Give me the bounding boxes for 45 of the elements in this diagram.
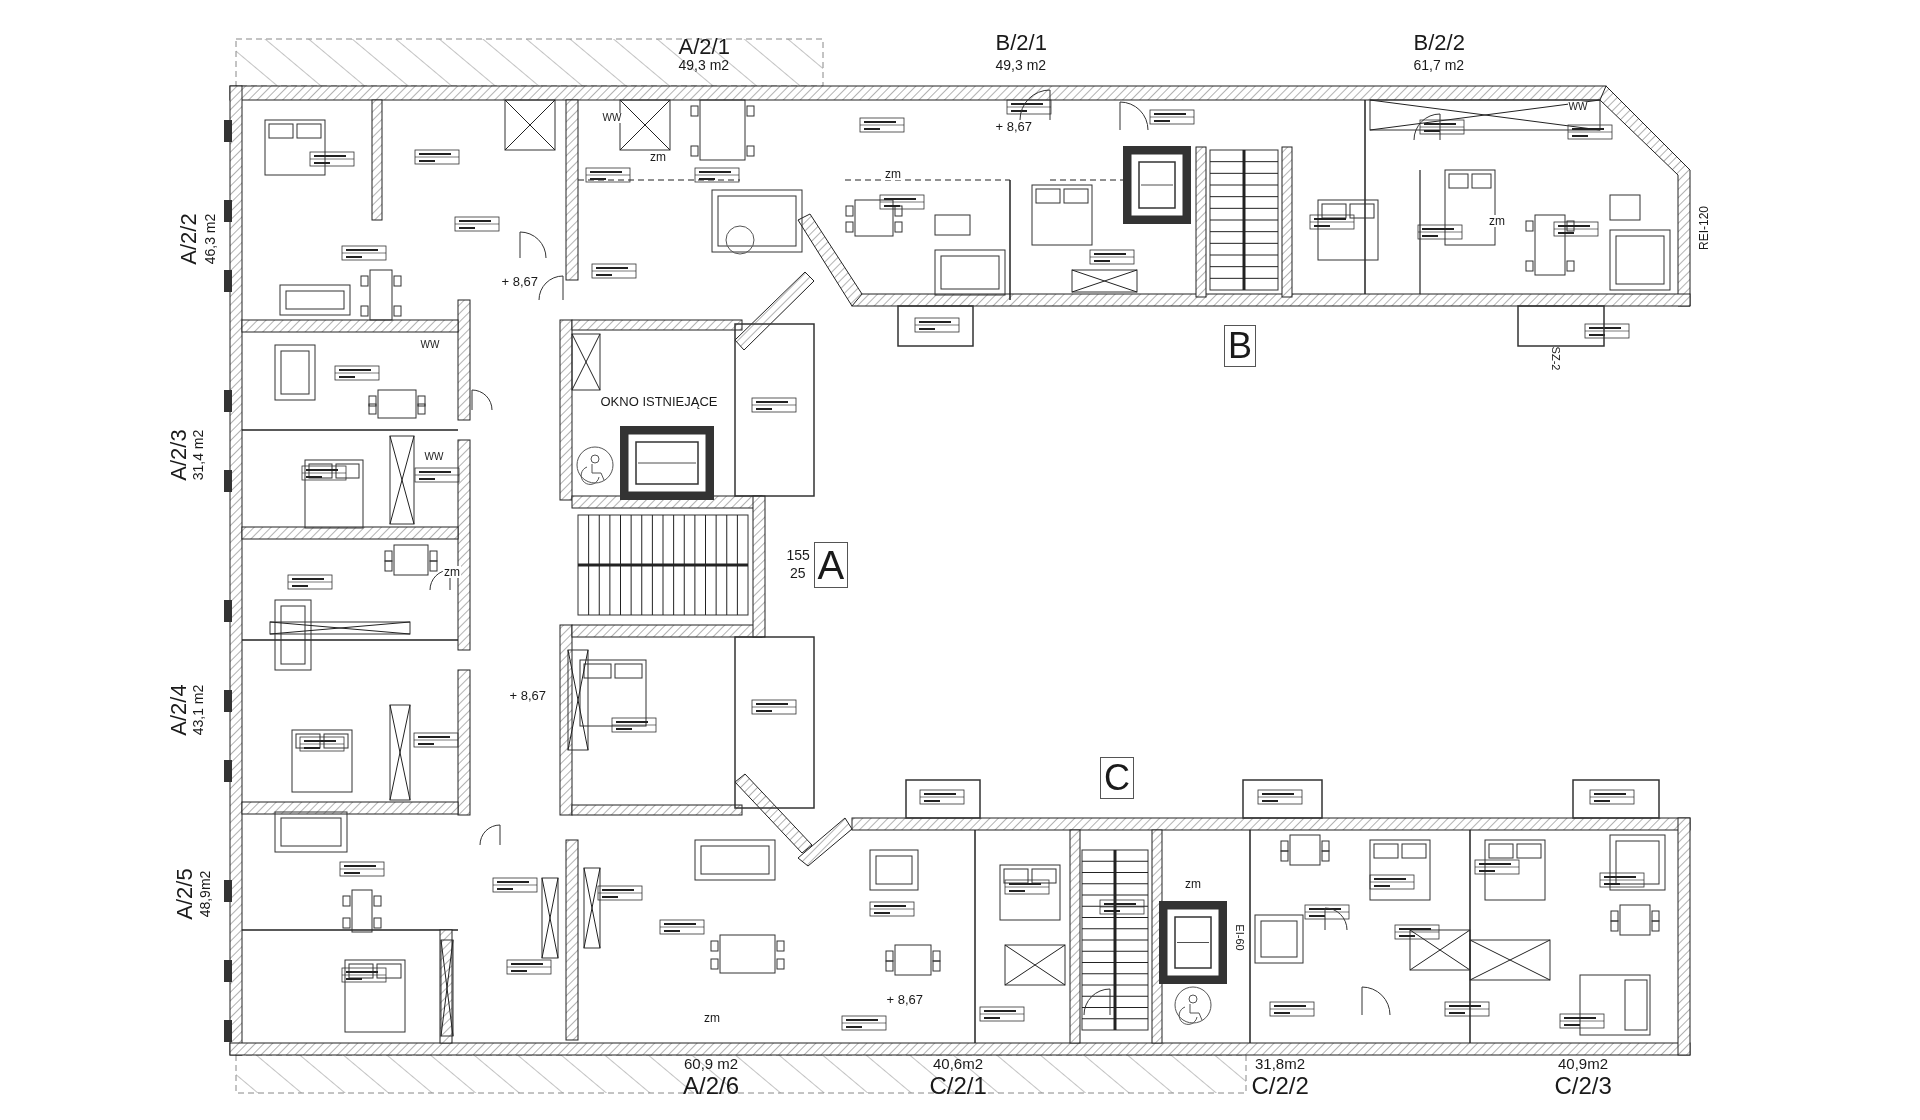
fixture-mark: WW bbox=[601, 113, 623, 123]
section-letter: C bbox=[1100, 757, 1134, 799]
area-label: 31,4 m2 bbox=[190, 429, 205, 481]
fixture-mark: zm bbox=[1184, 878, 1202, 890]
area-label: 48,9m2 bbox=[197, 870, 212, 918]
unit-label: A/2/6 bbox=[683, 1074, 740, 1098]
level-mark: + 8,67 bbox=[500, 274, 539, 288]
level-mark: + 8,67 bbox=[508, 688, 547, 702]
area-label: 31,8m2 bbox=[1255, 1055, 1306, 1071]
door-code-label: SZ-2 bbox=[1550, 346, 1562, 370]
fixture-mark: WW bbox=[423, 452, 445, 462]
area-label: 40,9m2 bbox=[1558, 1055, 1609, 1071]
fixture-mark: zm bbox=[884, 168, 902, 180]
fixture-mark: zm bbox=[1488, 215, 1506, 227]
area-label: 60,9 m2 bbox=[684, 1055, 739, 1071]
unit-label: A/2/2 bbox=[177, 213, 200, 265]
unit-label: A/2/5 bbox=[173, 868, 196, 920]
area-label: 49,3 m2 bbox=[678, 58, 730, 72]
fire-rating-label: EI-60 bbox=[1233, 923, 1245, 951]
unit-label: C/2/1 bbox=[929, 1074, 987, 1098]
unit-label: C/2/3 bbox=[1554, 1074, 1612, 1098]
area-label: 46,3 m2 bbox=[202, 213, 217, 265]
area-label: 49,3 m2 bbox=[995, 58, 1047, 72]
unit-label: A/2/1 bbox=[678, 36, 730, 58]
unit-label: B/2/1 bbox=[995, 32, 1047, 54]
fire-rating-label: REI-120 bbox=[1698, 206, 1710, 250]
dimension-label: 25 bbox=[790, 566, 806, 580]
unit-label: A/2/3 bbox=[167, 429, 190, 481]
area-label: 61,7 m2 bbox=[1413, 58, 1465, 72]
unit-label: A/2/4 bbox=[167, 684, 190, 736]
area-label: 43,1 m2 bbox=[190, 684, 205, 736]
fixture-mark: zm bbox=[443, 566, 461, 578]
room-note: OKNO ISTNIEJĄCE bbox=[599, 394, 719, 408]
level-mark: + 8,67 bbox=[885, 992, 924, 1006]
fixture-mark: WW bbox=[419, 340, 441, 350]
fixture-mark: zm bbox=[649, 151, 667, 163]
area-label: 40,6m2 bbox=[933, 1055, 984, 1071]
section-letter: B bbox=[1224, 325, 1256, 367]
unit-label: C/2/2 bbox=[1251, 1074, 1309, 1098]
section-letter: A bbox=[813, 542, 849, 588]
fixture-mark: zm bbox=[703, 1012, 721, 1024]
level-mark: + 8,67 bbox=[994, 119, 1033, 133]
dimension-label: 155 bbox=[786, 548, 810, 562]
fixture-mark: WW bbox=[1567, 102, 1589, 112]
unit-label: B/2/2 bbox=[1413, 32, 1465, 54]
